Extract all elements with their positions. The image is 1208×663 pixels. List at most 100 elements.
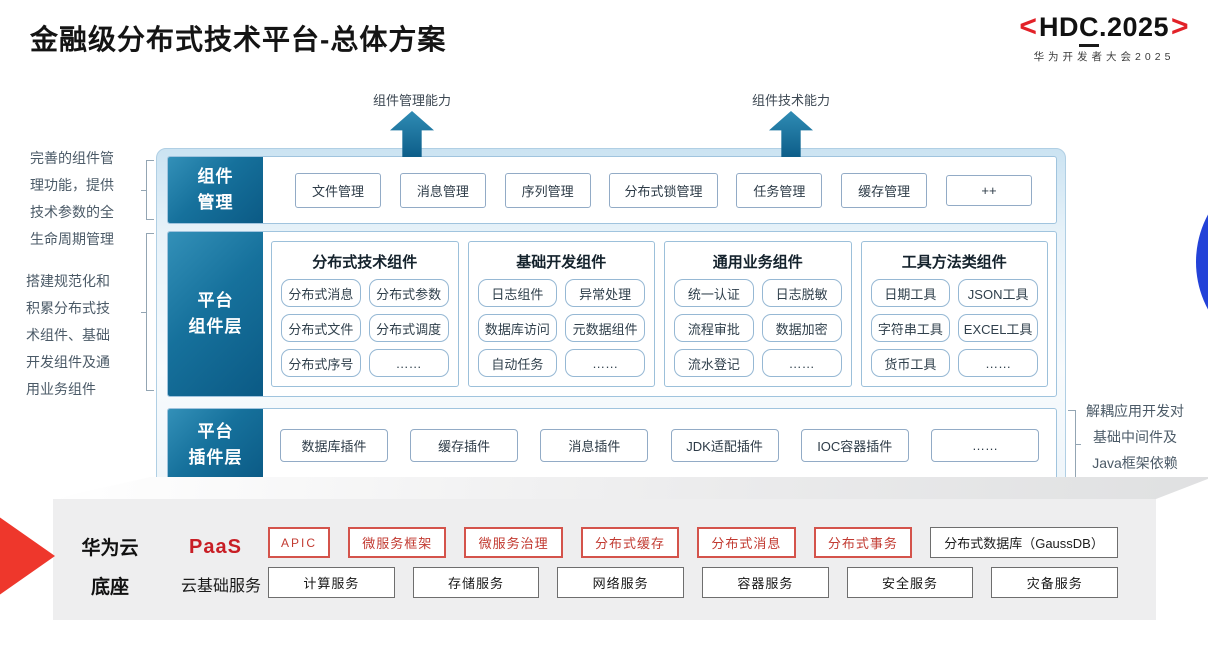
management-item: 分布式锁管理 xyxy=(609,172,718,208)
component-item: 流水登记 xyxy=(674,349,754,377)
group-general-business: 通用业务组件 统一认证 日志脱敏 流程审批 数据加密 流水登记 …… xyxy=(664,241,852,387)
foundation-label-line: 华为云 xyxy=(81,538,139,559)
paas-label: PaaS xyxy=(189,536,242,558)
component-item: 日志脱敏 xyxy=(761,279,842,307)
plugin-item: JDK适配插件 xyxy=(670,428,779,462)
plugin-item-more: …… xyxy=(930,428,1039,462)
cloud-service-item: 网络服务 xyxy=(557,567,685,598)
paas-item: APIC xyxy=(268,527,330,558)
management-capability-label: 组件管理能力 xyxy=(372,93,451,108)
paas-item: 分布式消息 xyxy=(697,527,796,558)
logo-subtitle: 华为开发者大会2025 xyxy=(1033,51,1175,63)
management-item: 消息管理 xyxy=(399,172,486,208)
bracket-tick xyxy=(141,312,147,313)
logo-text: HDC.2025 xyxy=(1039,12,1169,47)
row-platform-plugins: 平台 插件层 数据库插件 缓存插件 消息插件 JDK适配插件 IOC容器插件 …… xyxy=(167,408,1057,482)
group-title: 通用业务组件 xyxy=(712,254,803,271)
cloud-service-item: 计算服务 xyxy=(268,567,395,598)
logo-text-post: .2025 xyxy=(1098,12,1170,42)
red-arrow-icon xyxy=(0,500,55,612)
paas-items: APIC 微服务框架 微服务治理 分布式缓存 分布式消息 分布式事务 分布式数据… xyxy=(268,527,1119,558)
foundation-label: 华为云 底座 xyxy=(72,533,148,599)
component-item: 元数据组件 xyxy=(565,314,645,342)
plugin-item: 缓存插件 xyxy=(410,428,519,462)
group-title: 分布式技术组件 xyxy=(312,254,418,271)
group-grid: 分布式消息 分布式参数 分布式文件 分布式调度 分布式序号 …… xyxy=(281,279,449,377)
component-item: 数据库访问 xyxy=(477,314,558,342)
logo-text-pre: HD xyxy=(1038,12,1079,42)
logo-wordmark: < HDC.2025 > xyxy=(1004,10,1204,47)
row-component-management: 组件 管理 文件管理 消息管理 序列管理 分布式锁管理 任务管理 缓存管理 ++ xyxy=(167,156,1057,224)
component-item-more: …… xyxy=(368,349,449,377)
layer-label-line: 平台 xyxy=(197,422,234,441)
note-management: 完善的组件管理功能，提供技术参数的全生命周期管理 xyxy=(30,150,114,247)
blue-circle-decoration-icon xyxy=(1196,162,1208,362)
foundation-label-line: 底座 xyxy=(90,577,129,598)
row-platform-components: 平台 组件层 分布式技术组件 分布式消息 分布式参数 分布式文件 分布式调度 分… xyxy=(167,231,1057,397)
group-grid: 统一认证 日志脱敏 流程审批 数据加密 流水登记 …… xyxy=(674,279,842,377)
component-item: 分布式文件 xyxy=(281,314,361,342)
cloud-service-item: 灾备服务 xyxy=(991,567,1119,598)
layer-label-line: 组件层 xyxy=(188,317,243,336)
cloud-service-item: 容器服务 xyxy=(702,567,829,598)
left-bracket-components xyxy=(141,233,154,391)
management-items: 文件管理 消息管理 序列管理 分布式锁管理 任务管理 缓存管理 ++ xyxy=(263,157,1056,223)
component-item: 统一认证 xyxy=(674,279,754,307)
group-utility-tools: 工具方法类组件 日期工具 JSON工具 字符串工具 EXCEL工具 货币工具 …… xyxy=(860,241,1048,387)
layer-label-line: 组件 xyxy=(197,167,234,186)
management-item: 任务管理 xyxy=(736,172,823,208)
component-groups: 分布式技术组件 分布式消息 分布式参数 分布式文件 分布式调度 分布式序号 ……… xyxy=(263,232,1056,396)
component-item: 分布式消息 xyxy=(281,279,361,307)
component-item: 分布式序号 xyxy=(281,349,361,377)
left-bracket-management xyxy=(141,160,154,220)
huawei-cloud-foundation-panel xyxy=(53,499,1156,620)
component-item: 异常处理 xyxy=(565,279,645,307)
group-basic-dev: 基础开发组件 日志组件 异常处理 数据库访问 元数据组件 自动任务 …… xyxy=(467,241,655,387)
paas-item: 分布式缓存 xyxy=(580,527,680,558)
bracket-tick xyxy=(1075,444,1081,445)
hdc-2025-logo: < HDC.2025 > 华为开发者大会2025 xyxy=(1004,10,1204,64)
group-title: 工具方法类组件 xyxy=(901,254,1007,271)
layer-label-platform-plugins: 平台 插件层 xyxy=(168,409,263,481)
cloud-service-item: 安全服务 xyxy=(846,567,974,598)
management-item: 序列管理 xyxy=(504,172,591,208)
group-grid: 日期工具 JSON工具 字符串工具 EXCEL工具 货币工具 …… xyxy=(870,279,1038,377)
component-item: 日期工具 xyxy=(870,279,951,307)
component-item: JSON工具 xyxy=(958,279,1038,307)
management-item: 缓存管理 xyxy=(841,172,928,208)
group-grid: 日志组件 异常处理 数据库访问 元数据组件 自动任务 …… xyxy=(477,279,645,377)
cloud-service-items: 计算服务 存储服务 网络服务 容器服务 安全服务 灾备服务 xyxy=(268,567,1119,598)
layer-label-line: 插件层 xyxy=(188,448,243,467)
plugin-item: 消息插件 xyxy=(540,428,649,462)
layer-label-platform-components: 平台 组件层 xyxy=(168,232,263,396)
layer-label-line: 管理 xyxy=(197,193,234,212)
page-title: 金融级分布式技术平台-总体方案 xyxy=(30,24,447,55)
layer-label-component-management: 组件 管理 xyxy=(168,157,263,223)
plugin-items: 数据库插件 缓存插件 消息插件 JDK适配插件 IOC容器插件 …… xyxy=(263,409,1056,481)
component-item-more: …… xyxy=(565,349,645,377)
component-item: 数据加密 xyxy=(761,314,842,342)
management-item-more: ++ xyxy=(945,174,1032,206)
note-decoupling: 解耦应用开发对基础中间件及Java框架依赖 xyxy=(1086,403,1184,471)
paas-item: 微服务框架 xyxy=(348,527,447,558)
management-item: 文件管理 xyxy=(295,172,381,208)
right-bracket-plugins xyxy=(1068,410,1081,478)
logo-left-angle-icon: < xyxy=(1019,10,1037,43)
group-title: 基础开发组件 xyxy=(516,254,607,271)
platform-panel: 组件 管理 文件管理 消息管理 序列管理 分布式锁管理 任务管理 缓存管理 ++… xyxy=(156,148,1066,489)
group-distributed-tech: 分布式技术组件 分布式消息 分布式参数 分布式文件 分布式调度 分布式序号 …… xyxy=(271,241,459,387)
cloud-service-item: 存储服务 xyxy=(412,567,540,598)
note-components: 搭建规范化和积累分布式技术组件、基础开发组件及通用业务组件 xyxy=(26,273,110,397)
technology-capability-label: 组件技术能力 xyxy=(751,93,830,108)
paas-item-gaussdb: 分布式数据库（GaussDB） xyxy=(930,527,1119,558)
component-item: 字符串工具 xyxy=(870,314,951,342)
plugin-item: IOC容器插件 xyxy=(800,428,909,462)
component-item: 分布式参数 xyxy=(368,279,449,307)
logo-underlined-letter: C xyxy=(1078,12,1099,47)
logo-right-angle-icon: > xyxy=(1171,10,1189,43)
component-item-more: …… xyxy=(958,349,1038,377)
component-item: 流程审批 xyxy=(674,314,754,342)
component-item-more: …… xyxy=(761,349,842,377)
component-item: EXCEL工具 xyxy=(958,314,1038,342)
